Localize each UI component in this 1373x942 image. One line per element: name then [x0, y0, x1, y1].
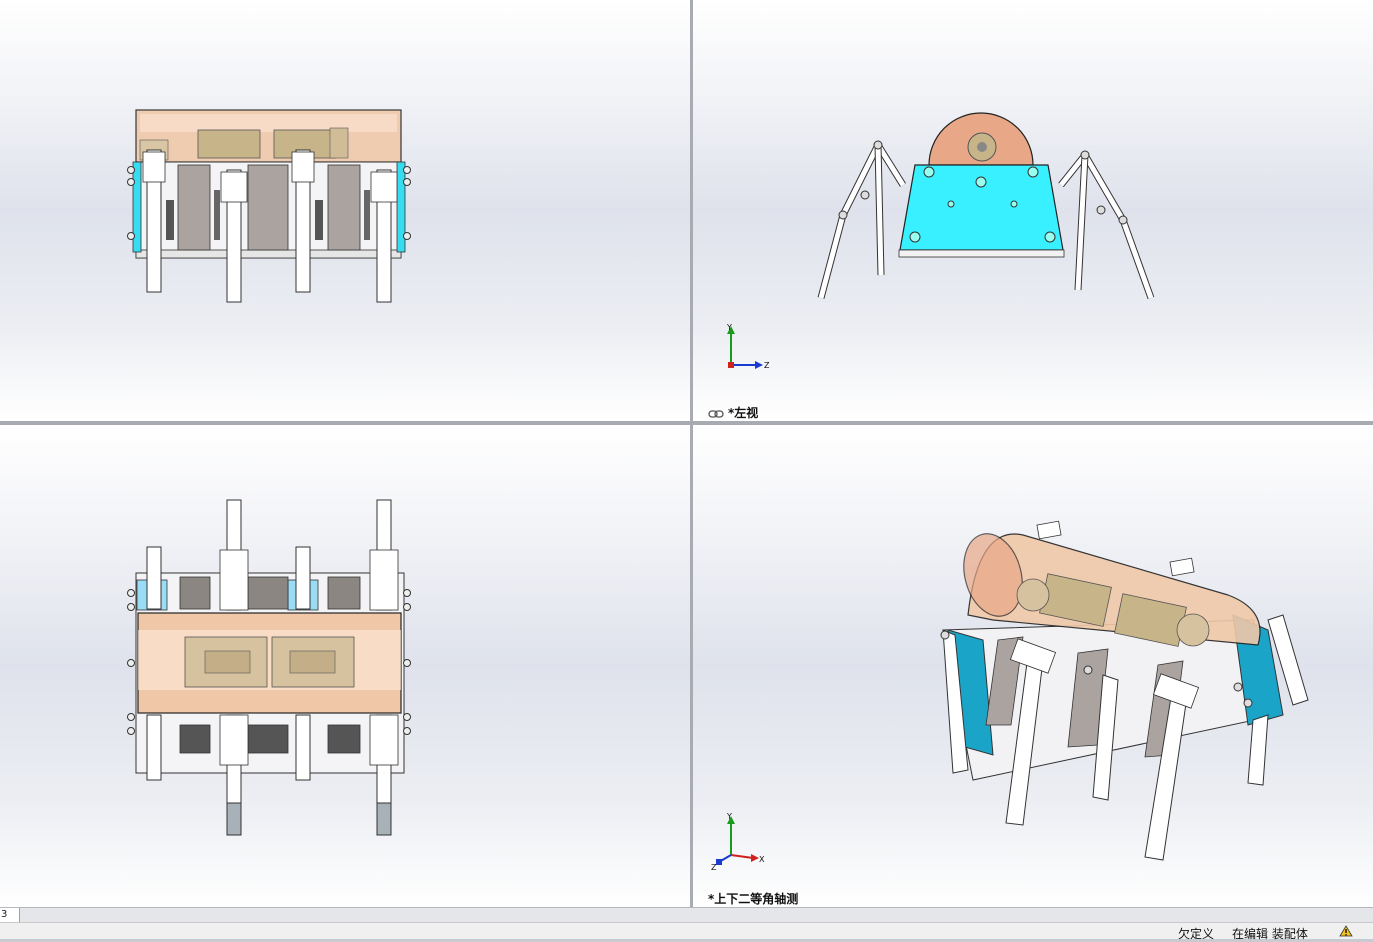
viewport-isometric[interactable]: Y X Z *上下二等角轴测 — [693, 425, 1373, 907]
link-icon — [708, 409, 724, 418]
triad-y-label: Y — [726, 812, 732, 821]
triad-z-label: Z — [711, 863, 717, 870]
status-definition: 欠定义 — [1178, 927, 1215, 941]
viewport-top[interactable] — [0, 425, 690, 907]
status-bar: 欠定义 在编辑 装配体 — [0, 922, 1373, 941]
view-label-left: *左视 — [708, 404, 758, 421]
top-view-model[interactable] — [0, 425, 690, 907]
sheet-tab[interactable]: 3 — [0, 908, 20, 922]
triad-y-label: Y — [726, 323, 732, 332]
isometric-view-model[interactable] — [693, 425, 1373, 907]
viewport-left[interactable]: Y Z *左视 S 英 •, — [693, 0, 1373, 421]
triad-icon: Y Z — [726, 323, 770, 370]
viewport-front[interactable] — [0, 0, 690, 421]
status-editing: 在编辑 装配体 — [1232, 927, 1308, 941]
triad-x-label: X — [759, 855, 765, 864]
rebuild-icon[interactable] — [1336, 923, 1356, 939]
viewport-splitter-horizontal[interactable] — [0, 421, 1373, 425]
bottom-tab-bar: 3 — [0, 907, 1373, 923]
viewport-splitter-vertical[interactable] — [690, 0, 693, 907]
front-view-model[interactable] — [0, 0, 690, 421]
view-label-left-text: *左视 — [728, 406, 759, 420]
view-label-isometric: *上下二等角轴测 — [708, 892, 799, 906]
triad-icon: Y X Z — [711, 812, 765, 870]
left-view-model[interactable] — [693, 0, 1373, 421]
triad-z-label: Z — [764, 361, 770, 370]
